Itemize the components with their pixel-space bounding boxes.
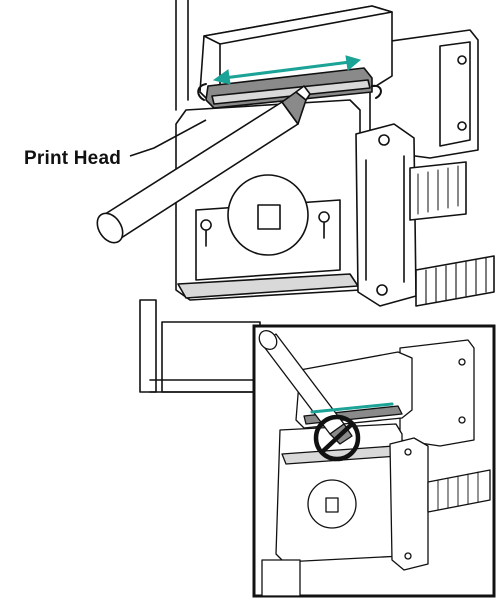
bracket-screw (376, 284, 388, 296)
bracket-rib (365, 155, 405, 283)
main-printer-mechanism (96, 0, 495, 393)
hinge-hook-left (197, 83, 207, 101)
rear-gear-teeth (417, 165, 459, 215)
inset-housing-screw (458, 358, 466, 366)
inset-housing-screw (458, 416, 466, 424)
roller-ribs (425, 257, 487, 305)
inset-cleaning-pen-cap (258, 329, 278, 351)
roller-shaft (415, 255, 495, 307)
bracket-screw (378, 134, 390, 146)
cleaning-pen-felt (295, 85, 311, 101)
inset-bracket-screw (404, 552, 412, 560)
side-bracket-plate (355, 123, 417, 307)
cleaning-direction-arrow (212, 55, 362, 85)
inset-side-bracket (389, 437, 429, 571)
housing-screw (457, 55, 467, 65)
keyhole-slot (318, 211, 330, 239)
callout-leader-line (129, 119, 207, 157)
hinge-hook-right (371, 84, 382, 99)
print-head-label: Print Head (24, 148, 122, 169)
inset-base-plate (261, 559, 301, 597)
inset-cleaning-arrow (310, 402, 394, 414)
housing-screw (457, 121, 467, 131)
platen-window (257, 204, 281, 230)
rear-housing-detail (439, 41, 471, 147)
inset-roller-ribs (437, 471, 479, 511)
inset-roller-shaft (427, 469, 491, 513)
inset-bracket-screw (404, 448, 412, 456)
cleaning-pen-end-cap (96, 212, 124, 244)
prohibition-sign-icon (313, 414, 361, 462)
keyhole-slot (200, 219, 212, 247)
lower-base-plate (161, 321, 261, 393)
inset-incorrect-angle-panel (252, 324, 496, 598)
lower-base-step (149, 379, 263, 393)
printhead-cover-top (203, 5, 393, 45)
inset-platen-window (325, 497, 339, 513)
print-head-surface (211, 79, 371, 105)
inset-printer-mechanism (258, 329, 491, 597)
